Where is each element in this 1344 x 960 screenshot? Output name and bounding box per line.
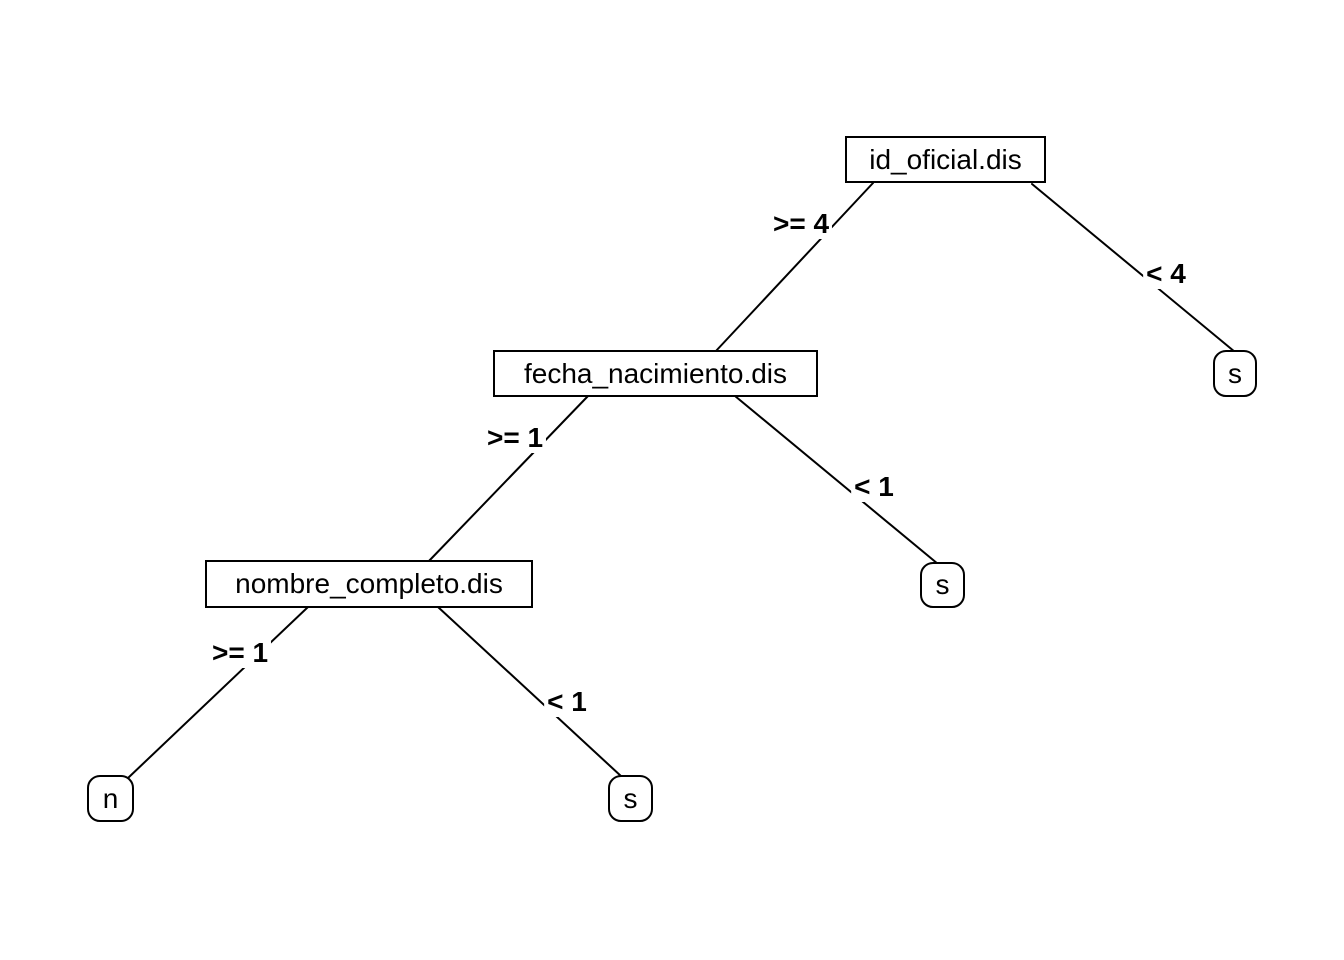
edge-label-fecha-right: < 1	[851, 472, 897, 502]
edge-label-root-right: < 4	[1143, 259, 1189, 289]
leaf-node-n: n	[87, 775, 134, 822]
edge-line-fecha-right	[734, 395, 939, 565]
edge-label-fecha-left: >= 1	[483, 423, 547, 453]
edge-label-root-left: >= 4	[769, 209, 833, 239]
leaf-node-s-bottom: s	[608, 775, 653, 822]
leaf-node-s-right: s	[1213, 350, 1257, 397]
edge-line-root-left	[714, 182, 874, 353]
edge-line-root-right	[1031, 183, 1236, 353]
edge-label-nombre-right: < 1	[544, 687, 590, 717]
leaf-node-s-middle: s	[920, 562, 965, 608]
tree-node-id-oficial: id_oficial.dis	[845, 136, 1046, 183]
tree-node-nombre-completo: nombre_completo.dis	[205, 560, 533, 608]
tree-node-fecha-nacimiento: fecha_nacimiento.dis	[493, 350, 818, 397]
edge-line-nombre-left	[127, 606, 309, 779]
edge-line-fecha-left	[427, 395, 589, 563]
edge-line-nombre-right	[437, 606, 623, 778]
edge-label-nombre-left: >= 1	[208, 638, 272, 668]
